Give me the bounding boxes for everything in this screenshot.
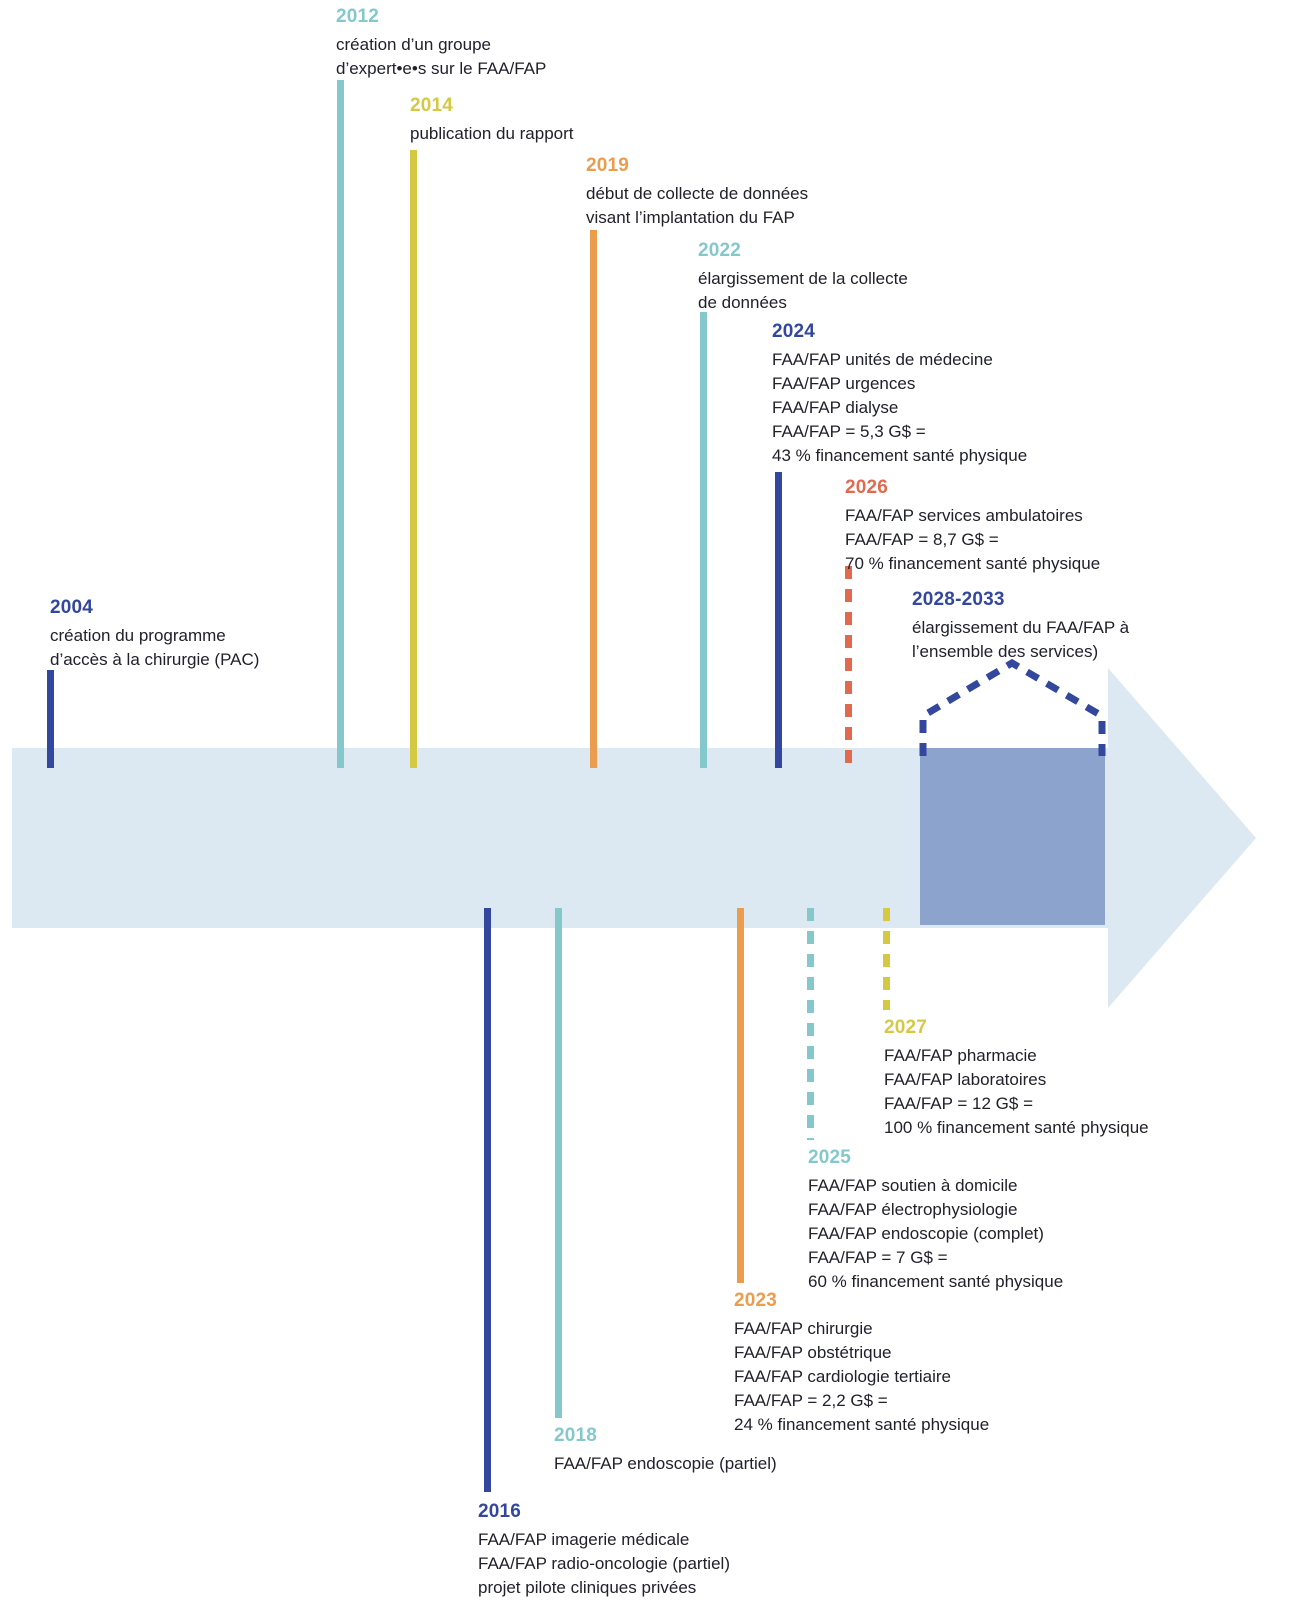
event-text-line: FAA/FAP = 8,7 G$ = [845, 530, 999, 549]
event-text-line: élargissement du FAA/FAP à [912, 618, 1130, 637]
event-text-line: FAA/FAP dialyse [772, 398, 899, 417]
event-text-line: FAA/FAP chirurgie [734, 1319, 873, 1338]
event-line-2012 [337, 80, 344, 768]
event-text-line: FAA/FAP = 2,2 G$ = [734, 1391, 888, 1410]
event-text-line: FAA/FAP cardiologie tertiaire [734, 1367, 952, 1386]
event-text-line: FAA/FAP services ambulatoires [845, 506, 1083, 525]
event-text-line: début de collecte de données [586, 184, 809, 203]
event-line-2014 [410, 150, 417, 768]
event-line-2024 [775, 472, 782, 768]
event-text-line: visant l’implantation du FAP [586, 208, 795, 227]
event-2023: 2023 FAA/FAP chirurgie FAA/FAP obstétriq… [734, 1289, 989, 1437]
year-label: 2026 [845, 477, 889, 498]
event-text-line: création d’un groupe [336, 35, 492, 54]
event-2016: 2016 FAA/FAP imagerie médicale FAA/FAP r… [478, 1500, 730, 1600]
event-text-line: FAA/FAP électrophysiologie [808, 1200, 1018, 1219]
event-2025: 2025 FAA/FAP soutien à domicile FAA/FAP … [808, 1146, 1063, 1294]
event-2022: 2022 élargissement de la collecte de don… [698, 239, 908, 315]
year-label: 2012 [336, 6, 380, 27]
year-label: 2027 [884, 1017, 928, 1038]
year-label: 2025 [808, 1147, 852, 1168]
event-2028-2033: 2028-2033 élargissement du FAA/FAP à l’e… [912, 588, 1129, 664]
event-text-line: création du programme [50, 626, 226, 645]
event-text-line: 100 % financement santé physique [884, 1118, 1149, 1137]
event-line-2019 [590, 230, 597, 768]
year-label: 2024 [772, 321, 816, 342]
year-label: 2022 [698, 240, 742, 261]
year-label: 2014 [410, 95, 454, 116]
event-line-2027 [883, 908, 890, 1010]
event-line-2016 [484, 908, 491, 1492]
event-text-line: FAA/FAP urgences [772, 374, 916, 393]
event-text-line: projet pilote cliniques privées [478, 1578, 697, 1597]
event-text-line: FAA/FAP radio-oncologie (partiel) [478, 1554, 730, 1573]
event-text-line: d’expert•e•s sur le FAA/FAP [336, 59, 547, 78]
chevron-dashed-2028-2033 [919, 658, 1106, 756]
year-label: 2028-2033 [912, 589, 1005, 610]
event-2024: 2024 FAA/FAP unités de médecine FAA/FAP … [772, 320, 1027, 468]
event-text-line: FAA/FAP = 5,3 G$ = [772, 422, 926, 441]
event-2027: 2027 FAA/FAP pharmacie FAA/FAP laboratoi… [884, 1016, 1149, 1140]
event-2014: 2014 publication du rapport [410, 94, 574, 146]
event-text-line: FAA/FAP imagerie médicale [478, 1530, 690, 1549]
event-text-line: élargissement de la collecte [698, 269, 908, 288]
event-text-line: l’ensemble des services) [912, 642, 1099, 661]
event-text-line: FAA/FAP endoscopie (complet) [808, 1224, 1044, 1243]
event-2012: 2012 création d’un groupe d’expert•e•s s… [336, 5, 546, 81]
event-text-line: FAA/FAP obstétrique [734, 1343, 892, 1362]
year-label: 2023 [734, 1290, 778, 1311]
event-text-line: FAA/FAP laboratoires [884, 1070, 1047, 1089]
year-label: 2016 [478, 1501, 522, 1522]
event-line-2023 [737, 908, 744, 1283]
year-label: 2004 [50, 597, 94, 618]
event-text-line: 70 % financement santé physique [845, 554, 1101, 573]
event-2004: 2004 création du programme d’accès à la … [50, 596, 259, 672]
event-2018: 2018 FAA/FAP endoscopie (partiel) [554, 1424, 777, 1476]
event-line-2004 [47, 670, 54, 768]
event-text-line: 60 % financement santé physique [808, 1272, 1064, 1291]
event-text-line: FAA/FAP pharmacie [884, 1046, 1037, 1065]
event-line-2025 [807, 908, 814, 1140]
event-text-line: FAA/FAP = 7 G$ = [808, 1248, 948, 1267]
event-line-2026 [845, 566, 852, 768]
event-text-line: d’accès à la chirurgie (PAC) [50, 650, 260, 669]
year-label: 2019 [586, 155, 630, 176]
event-text-line: 43 % financement santé physique [772, 446, 1028, 465]
event-line-2022 [700, 312, 707, 768]
event-2026: 2026 FAA/FAP services ambulatoires FAA/F… [845, 476, 1100, 576]
event-line-2018 [555, 908, 562, 1418]
event-text-line: de données [698, 293, 787, 312]
event-text-line: FAA/FAP unités de médecine [772, 350, 993, 369]
event-text-line: 24 % financement santé physique [734, 1415, 990, 1434]
range-box-2028-2033 [920, 748, 1105, 925]
event-text-line: FAA/FAP = 12 G$ = [884, 1094, 1033, 1113]
event-text-line: publication du rapport [410, 124, 574, 143]
event-text-line: FAA/FAP endoscopie (partiel) [554, 1454, 777, 1473]
year-label: 2018 [554, 1425, 598, 1446]
event-2019: 2019 début de collecte de données visant… [586, 154, 808, 230]
event-text-line: FAA/FAP soutien à domicile [808, 1176, 1018, 1195]
